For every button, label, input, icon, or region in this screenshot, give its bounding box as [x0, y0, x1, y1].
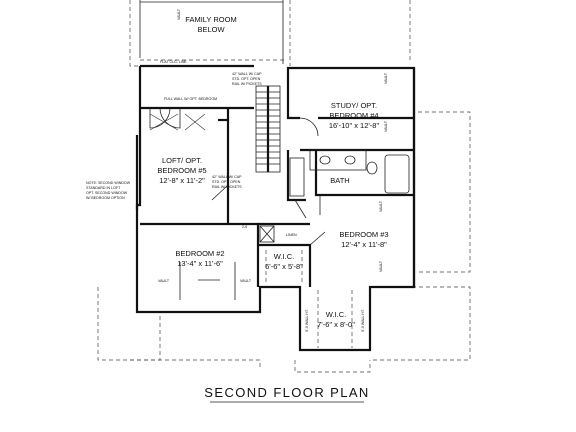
loft-note-2: STANDARD IN LOFT [86, 186, 121, 190]
rail-note-2: STD. OPT. OPEN [232, 77, 261, 81]
wall-height-note-1: 9'-0 WALL HT. [305, 309, 309, 332]
study-dims: 16'-10" x 12'-8" [329, 121, 380, 130]
study-sub: BEDROOM #4 [329, 111, 378, 120]
vault-note-bed2-1: VAULT [158, 279, 170, 283]
rail-note-4: 42" WALL W/ CAP [212, 175, 242, 179]
wic1-label: W.I.C. [274, 252, 294, 261]
wall-height-note-2: 9'-0 WALL HT. [361, 309, 365, 332]
wic2-label: W.I.C. [326, 310, 346, 319]
loft-note-3: OPT. SECOND WINDOW [86, 191, 128, 195]
full-wall-note: FULL WALL W/ OPT. BEDROOM [164, 97, 217, 101]
loft-note-4: W/ BEDROOM OPTION [86, 196, 125, 200]
family-room-sub: BELOW [197, 25, 225, 34]
vault-note-bed3-2: VAULT [379, 260, 383, 272]
exterior-walls [135, 64, 416, 352]
plan-title: SECOND FLOOR PLAN [204, 385, 369, 400]
loft-dims: 12'-8" x 11'-2" [159, 176, 205, 185]
vault-note-bed3-1: VAULT [379, 200, 383, 212]
loft-sub: BEDROOM #5 [157, 166, 206, 175]
bedroom2-label: BEDROOM #2 [175, 249, 224, 258]
loft-label: LOFT/ OPT. [162, 156, 202, 165]
vault-note-bed2-2: VAULT [240, 279, 252, 283]
vault-arrows [179, 262, 236, 300]
first-floor-outline [97, 0, 471, 373]
bedroom2-dims: 13'-4" x 11'-6" [177, 259, 223, 268]
bedroom3-label: BEDROOM #3 [339, 230, 388, 239]
vault-note-study-1: VAULT [384, 72, 388, 84]
door-swings [149, 107, 326, 246]
bath-fixtures [289, 149, 410, 197]
linen-label: LINEN [286, 233, 297, 237]
family-room-label: FAMILY ROOM [185, 15, 236, 24]
flat-clg-note: FLAT CLG. LINE [160, 60, 187, 64]
family-room-area [139, 0, 285, 64]
closet-hatch [149, 113, 206, 131]
bedroom3-dims: 12'-4" x 11'-8" [341, 240, 387, 249]
study-label: STUDY/ OPT. [331, 101, 377, 110]
stair-note: 2-6 [242, 225, 247, 229]
vault-note-family: VAULT [177, 8, 181, 20]
rail-note-5: STD. OPT. OPEN [212, 180, 241, 184]
rail-note-3: RAIL W/ PICKETS [232, 82, 262, 86]
rail-note-6: RAIL W/ PICKETS [212, 185, 242, 189]
closet-shelving [259, 225, 353, 348]
bath-label: BATH [330, 176, 349, 185]
loft-note-1: NOTE: SECOND WINDOW [86, 181, 131, 185]
vault-note-study-2: VAULT [384, 120, 388, 132]
rail-note-1: 42" WALL W/ CAP [232, 72, 262, 76]
wic1-dims: 6'-6" x 5'-8" [265, 262, 303, 271]
wic2-dims: 7'-6" x 8'-0" [317, 320, 355, 329]
stairs [255, 85, 281, 173]
